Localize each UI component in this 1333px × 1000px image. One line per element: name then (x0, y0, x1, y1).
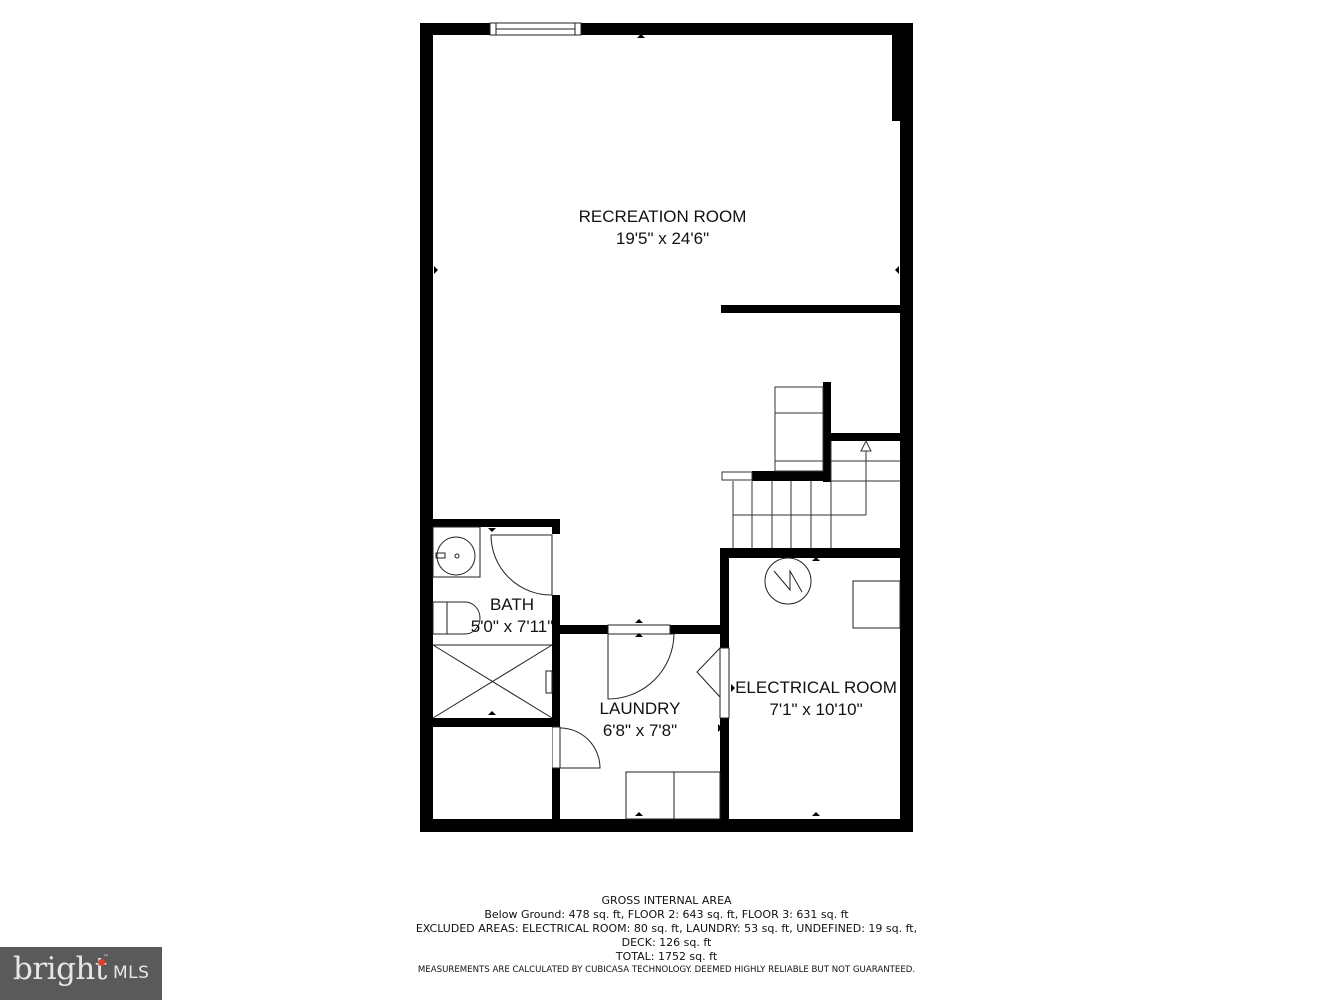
electrical-panel-icon (852, 580, 901, 629)
dimension-markers (434, 34, 899, 816)
room-dimensions: 7'1" x 10'10" (769, 700, 863, 719)
area-excluded: EXCLUDED AREAS: ELECTRICAL ROOM: 80 sq. … (415, 922, 918, 935)
logo-dot-icon (98, 959, 105, 966)
bright-mls-logo: bright ™ MLS (0, 947, 162, 1000)
staircase (721, 386, 900, 548)
room-name: RECREATION ROOM (578, 207, 747, 226)
room-name: LAUNDRY (599, 699, 681, 718)
room-name: BATH (489, 595, 535, 614)
bath-fixtures (432, 526, 553, 719)
window-icon (489, 22, 582, 36)
logo-suffix: MLS (113, 963, 150, 983)
room-label-recreation: RECREATION ROOM 19'5" x 24'6" (540, 206, 785, 250)
area-total: TOTAL: 1752 sq. ft (615, 950, 718, 963)
room-name: ELECTRICAL ROOM (735, 678, 897, 697)
disclaimer: MEASUREMENTS ARE CALCULATED BY CUBICASA … (417, 965, 916, 975)
area-summary: GROSS INTERNAL AREA Below Ground: 478 sq… (330, 894, 1003, 977)
area-excluded-cont: DECK: 126 sq. ft (621, 936, 712, 949)
area-floors: Below Ground: 478 sq. ft, FLOOR 2: 643 s… (484, 908, 849, 921)
area-title: GROSS INTERNAL AREA (601, 894, 732, 907)
interior-walls (420, 305, 910, 828)
laundry-fixtures (551, 624, 730, 820)
closet (433, 727, 552, 819)
room-dimensions: 19'5" x 24'6" (615, 229, 710, 248)
room-dimensions: 5'0" x 7'11" (470, 617, 554, 636)
electrical-fixtures (764, 557, 901, 629)
room-label-electrical: ELECTRICAL ROOM 7'1" x 10'10" (726, 677, 906, 721)
room-dimensions: 6'8" x 7'8" (602, 721, 678, 740)
logo-trademark: ™ (103, 954, 109, 961)
room-label-laundry: LAUNDRY 6'8" x 7'8" (585, 698, 695, 742)
logo-brand: bright (13, 951, 107, 987)
water-heater-icon (764, 557, 812, 605)
room-label-bath: BATH 5'0" x 7'11" (462, 594, 562, 638)
